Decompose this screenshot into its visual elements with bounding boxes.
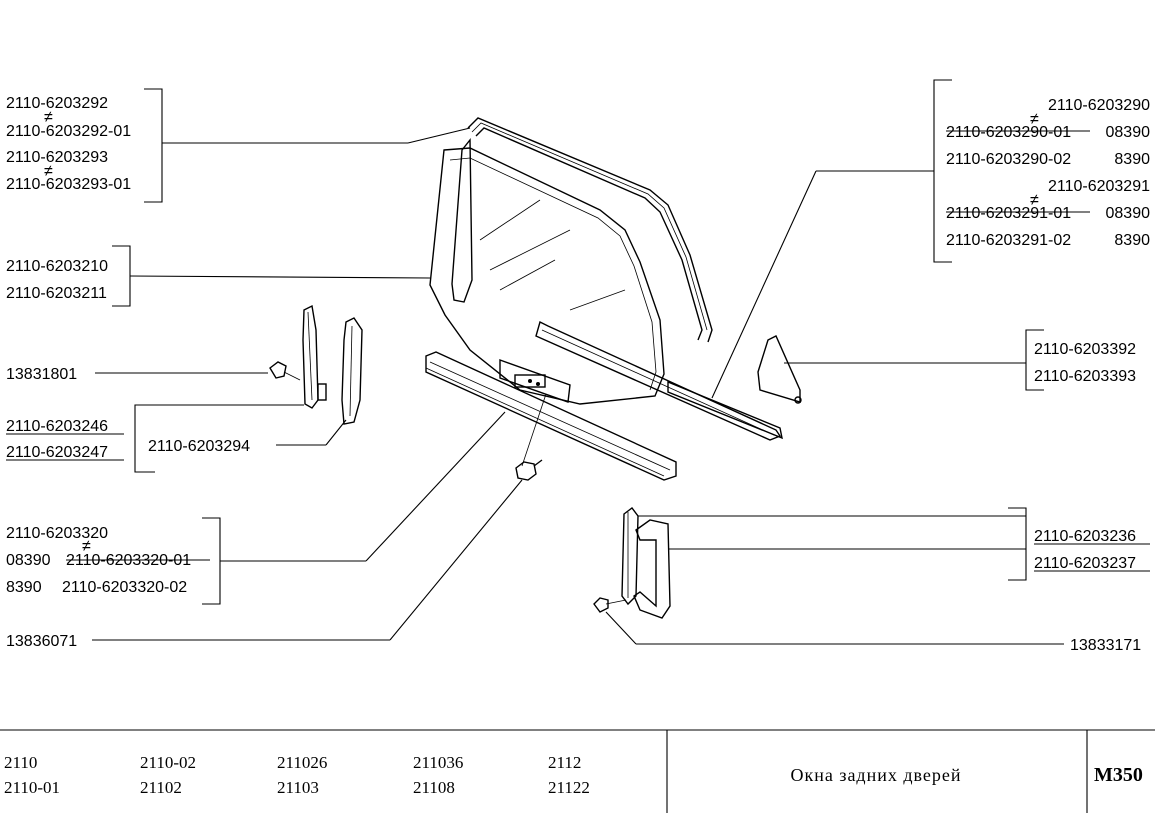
not-equal-symbol: ≠ [44,109,53,126]
left-label-group-3: 2110-6203246 2110-6203247 [6,418,124,461]
variant-suffix: 8390 [1114,232,1150,249]
left-label-group-1: 2110-6203292 ≠ 2110-6203292-01 2110-6203… [6,95,131,193]
variant-suffix: 08390 [1106,124,1151,141]
not-equal-symbol: ≠ [1030,111,1039,128]
variant-suffix: 08390 [1106,205,1151,222]
part-code: 2110-6203294 [148,438,250,455]
leader-lines [92,79,1064,645]
part-code: 2110-6203291-02 [946,232,1071,249]
model-code: 211036 [413,753,463,772]
part-code: 2110-6203292 [6,95,108,112]
part-code: 2110-6203393 [1034,368,1136,385]
part-code: 2110-6203290-02 [946,151,1071,168]
left-label-group-2: 2110-6203210 2110-6203211 [6,258,108,302]
part-code: 2110-6203210 [6,258,108,275]
model-code: 21102 [140,778,182,797]
part-code: 2110-6203236 [1034,528,1136,545]
left-label-group-5: 2110-6203320 08390 ≠ 2110-6203320-01 839… [6,525,210,596]
glass-run-channel [451,117,713,343]
rear-door-glass [429,147,665,405]
model-code: 21108 [413,778,455,797]
bolt-code: 13833171 [1070,637,1141,654]
part-code: 2110-6203291 [1048,178,1150,195]
corner-bracket [757,335,802,404]
model-code: 2110-02 [140,753,196,772]
model-code: 2112 [548,753,581,772]
bolt-13836071 [515,393,547,481]
right-label-group-1: 2110-6203290 ≠ 2110-6203290-01 08390 211… [946,97,1150,249]
right-label-group-3: 2110-6203236 2110-6203237 [1034,528,1150,572]
not-equal-symbol: ≠ [82,538,91,555]
footer: 2110 2110-01 2110-02 21102 211026 21103 … [0,729,1155,813]
model-code: 2110-01 [4,778,60,797]
right-label-group-2: 2110-6203392 2110-6203393 [1034,341,1136,385]
part-code: 2110-6203237 [1034,555,1136,572]
variant-prefix: 8390 [6,579,42,596]
bolt-code: 13836071 [6,633,77,650]
part-code: 2110-6203320 [6,525,108,542]
bolt-code: 13831801 [6,366,77,383]
rear-guide-assembly [593,507,671,619]
not-equal-symbol: ≠ [44,163,53,180]
variant-prefix: 08390 [6,552,51,569]
part-code: 2110-6203290 [1048,97,1150,114]
part-code: 2110-6203293 [6,149,108,166]
model-code: 21103 [277,778,319,797]
outer-belt-strip [535,320,783,441]
part-code: 2110-6203291-01 [946,205,1071,222]
part-code: 2110-6203246 [6,418,108,435]
part-code: 2110-6203247 [6,444,108,461]
model-code: 211026 [277,753,327,772]
model-code: 21122 [548,778,590,797]
part-code-variant: 2110-6203320-02 [62,579,187,596]
part-code: 2110-6203392 [1034,341,1136,358]
part-code: 2110-6203290-01 [946,124,1071,141]
model-code: 2110 [4,753,37,772]
part-code: 2110-6203293-01 [6,176,131,193]
lower-glass-channel [425,351,677,481]
sheet-code: M350 [1094,764,1143,786]
sheet-title: Окна задних дверей [790,765,961,785]
part-code: 2110-6203292-01 [6,123,131,140]
variant-suffix: 8390 [1114,151,1150,168]
front-guide-left [269,304,327,409]
part-code: 2110-6203211 [6,285,107,302]
front-guide-right [341,317,363,425]
not-equal-symbol: ≠ [1030,192,1039,209]
